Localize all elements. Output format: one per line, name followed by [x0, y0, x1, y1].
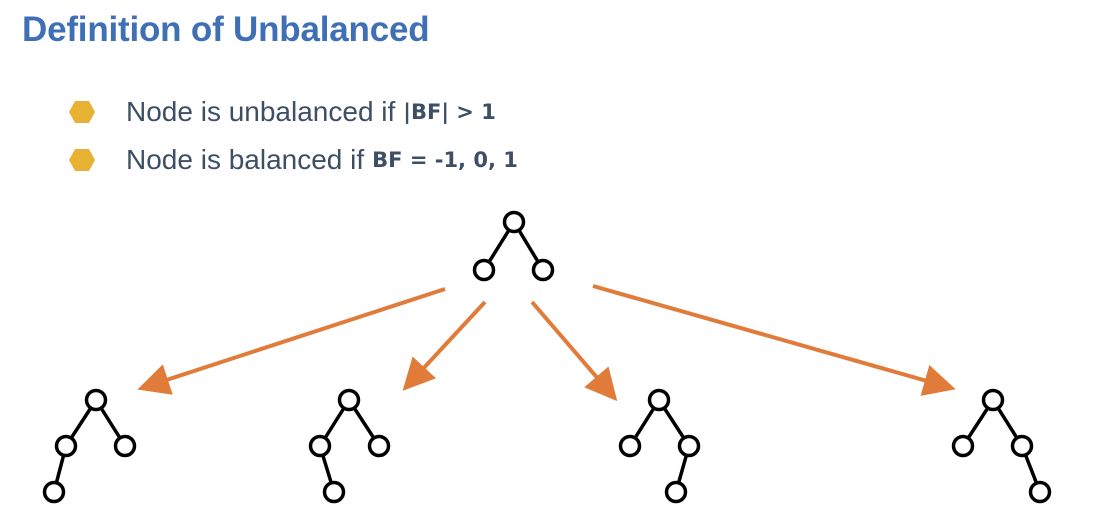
tree-node	[502, 210, 526, 234]
subtree-1	[42, 388, 137, 504]
arrow	[530, 300, 618, 402]
bullet-text: Node is unbalanced if	[126, 96, 396, 127]
tree-node	[1028, 480, 1052, 504]
hexagon-bullet-icon	[69, 149, 95, 171]
tree-node	[308, 434, 332, 458]
hexagon-bullet-icon	[69, 101, 95, 123]
tree-node	[367, 434, 391, 458]
arrows	[137, 284, 956, 402]
tree-node	[84, 388, 108, 412]
tree-node	[113, 434, 137, 458]
tree-node	[337, 388, 361, 412]
tree-node	[677, 434, 701, 458]
bullet-item-unbalanced: Node is unbalanced if |BF| > 1	[68, 88, 518, 136]
page-title: Definition of Unbalanced	[22, 10, 430, 49]
bullet-formula: BF = -1, 0, 1	[372, 148, 518, 172]
tree-node	[472, 258, 496, 282]
tree-node	[647, 388, 671, 412]
arrow	[402, 300, 487, 391]
tree-node	[951, 434, 975, 458]
bullet-text: Node is balanced if	[126, 144, 365, 175]
subtree-3	[618, 388, 701, 504]
tree-node	[664, 480, 688, 504]
bullet-formula: |BF| > 1	[403, 100, 496, 124]
tree-node	[981, 388, 1005, 412]
subtree-4	[951, 388, 1052, 504]
tree-node	[42, 480, 66, 504]
bullet-item-balanced: Node is balanced if BF = -1, 0, 1	[68, 136, 518, 184]
arrow	[592, 284, 956, 396]
arrow	[137, 287, 446, 395]
tree-node	[531, 258, 555, 282]
tree-node	[54, 434, 78, 458]
tree-node	[618, 434, 642, 458]
subtree-2	[308, 388, 391, 504]
tree-node	[1010, 434, 1034, 458]
root-tree	[472, 210, 555, 282]
tree-node	[322, 480, 346, 504]
bullet-list: Node is unbalanced if |BF| > 1 Node is b…	[68, 88, 518, 184]
